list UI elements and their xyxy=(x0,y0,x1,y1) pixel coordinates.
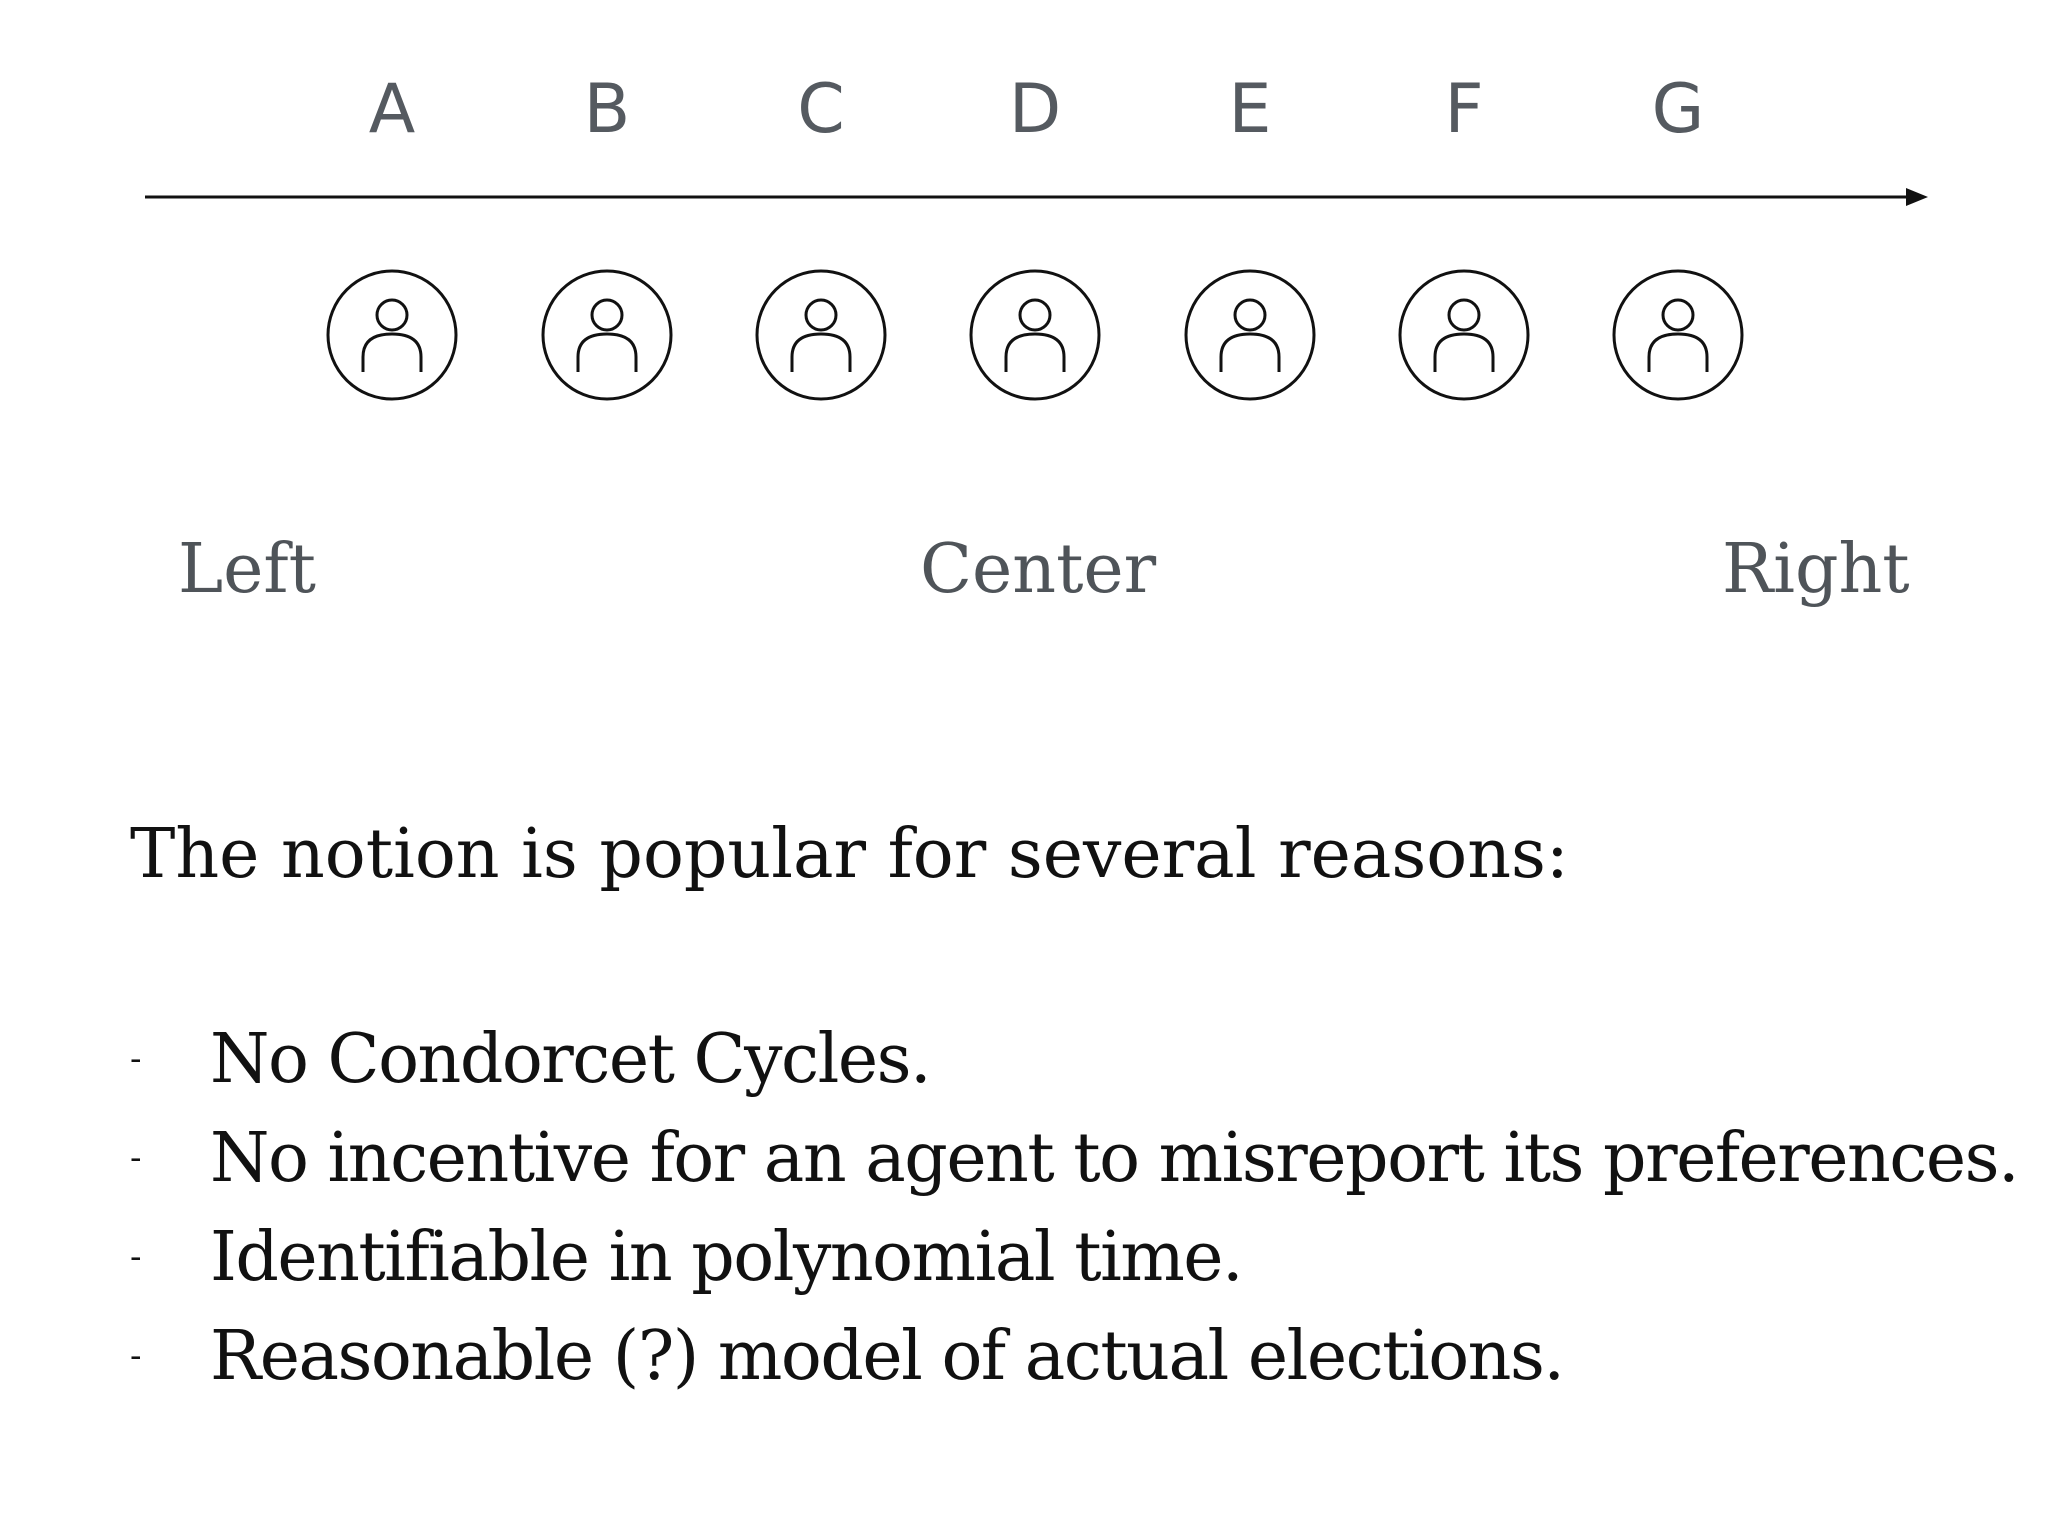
person-icon xyxy=(326,269,458,401)
candidate-label-g: G xyxy=(1651,70,1705,149)
spectrum-label-left: Left xyxy=(178,530,316,609)
bullet-dash: - xyxy=(130,1237,142,1277)
spectrum-label-right: Right xyxy=(1722,530,1910,609)
candidate-label-f: F xyxy=(1444,70,1484,149)
candidate-label-e: E xyxy=(1228,70,1272,149)
person-icon xyxy=(1398,269,1530,401)
candidate-label-b: B xyxy=(583,70,631,149)
person-icon xyxy=(1612,269,1744,401)
person-icon xyxy=(969,269,1101,401)
bullet-dash: - xyxy=(130,1336,142,1376)
person-icon xyxy=(541,269,673,401)
person-icon xyxy=(755,269,887,401)
intro-text: The notion is popular for several reason… xyxy=(130,815,1569,894)
reason-text: No incentive for an agent to misreport i… xyxy=(210,1119,2020,1198)
axis-arrowhead xyxy=(1906,188,1928,206)
reason-text: No Condorcet Cycles. xyxy=(210,1020,932,1099)
bullet-dash: - xyxy=(130,1039,142,1079)
candidate-label-d: D xyxy=(1008,70,1062,149)
bullet-dash: - xyxy=(130,1138,142,1178)
spectrum-label-center: Center xyxy=(920,530,1157,609)
person-icon xyxy=(1184,269,1316,401)
candidate-label-c: C xyxy=(797,70,845,149)
reason-text: Identifiable in polynomial time. xyxy=(210,1218,1244,1297)
reason-text: Reasonable (?) model of actual elections… xyxy=(210,1317,1565,1396)
candidate-label-a: A xyxy=(368,70,416,149)
spectrum-axis xyxy=(145,188,1928,206)
